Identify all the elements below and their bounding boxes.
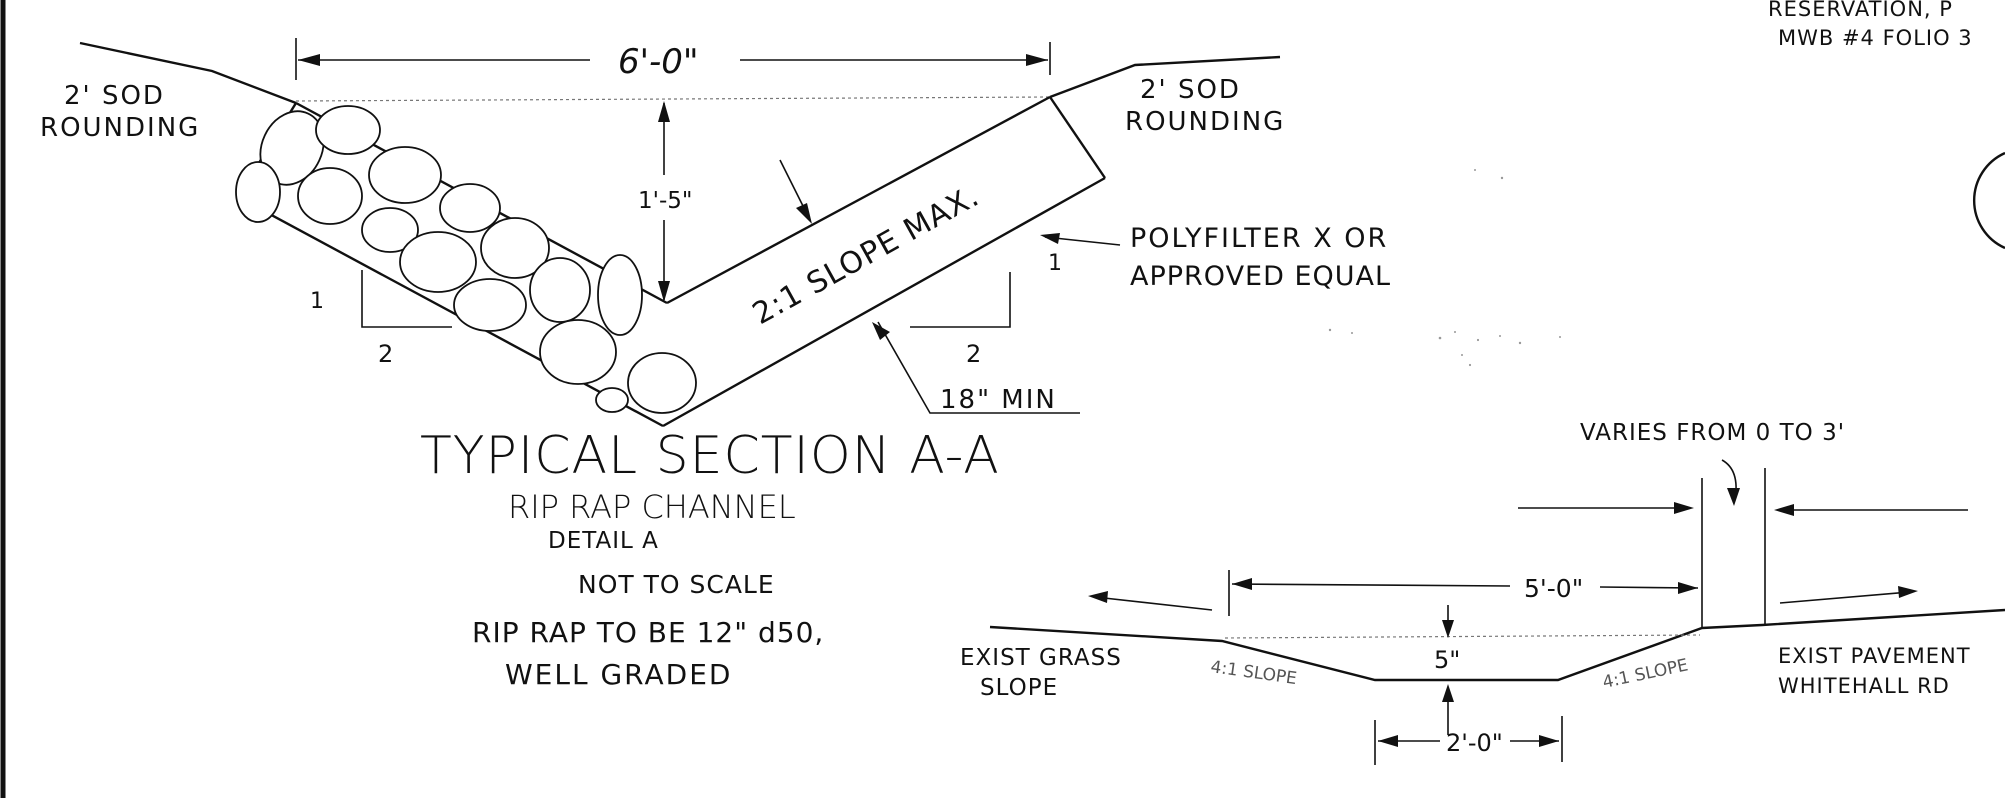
reference-line-1: RESERVATION, P <box>1768 0 1953 21</box>
min-thickness-label: 18" MIN <box>940 385 1057 415</box>
flow-arrowhead-grass <box>1088 591 1108 603</box>
section-a-scale-note: NOT TO SCALE <box>578 570 775 599</box>
flow-arrowhead-pavement <box>1898 586 1918 598</box>
right-ratio-run: 2 <box>966 340 981 368</box>
flow-arrow-grass <box>1094 596 1213 611</box>
dim-depth-label: 5" <box>1434 646 1460 674</box>
section-a-title: TYPICAL SECTION A-A <box>420 426 1000 486</box>
right-sod-line-1: 2' SOD <box>1140 75 1241 105</box>
flow-arrowhead-left-upper <box>1674 502 1694 514</box>
riprap-note-line-2: WELL GRADED <box>505 658 732 691</box>
dim-top-width-arrow-right <box>1026 54 1048 66</box>
section-a-subtitle: RIP RAP CHANNEL <box>508 488 796 526</box>
dim-width-label: 5'-0" <box>1524 574 1583 603</box>
left-sod-line-2: ROUNDING <box>40 113 200 143</box>
slope-leader-arrow <box>796 203 812 224</box>
dim-width-arrow-right <box>1678 582 1698 594</box>
sheet-circle-fragment <box>1972 151 2005 250</box>
section-a-drawing: 6'-0" 1'-5" 2:1 SLOPE MAX. POLYFILTER X … <box>40 38 1391 691</box>
dim-depth-arrow-top <box>658 101 670 122</box>
right-ratio-rise: 1 <box>1048 251 1062 276</box>
channel-inner-right <box>666 95 1051 305</box>
swale-top-line <box>1224 634 1701 639</box>
dim-top-width-label: 6'-0" <box>618 42 699 82</box>
left-ratio-run: 2 <box>378 340 393 368</box>
section-a-detail: DETAIL A <box>548 528 659 554</box>
ground-left <box>79 41 297 105</box>
riprap-note-line-1: RIP RAP TO BE 12" d50, <box>472 616 824 649</box>
swale-profile <box>989 608 2005 682</box>
swale-section-drawing: VARIES FROM 0 TO 3' 5'-0" 5" 2'-0" <box>960 420 2005 765</box>
right-ratio-bracket <box>910 272 1011 328</box>
dim-depth-arrow-bottom <box>658 281 670 302</box>
slope-label: 2:1 SLOPE MAX. <box>747 179 985 332</box>
exist-pavement-line-1: EXIST PAVEMENT <box>1778 644 1971 668</box>
min-thickness-arrow <box>872 322 890 340</box>
top-of-channel-line <box>295 96 1051 102</box>
dim-depth-label: 1'-5" <box>638 188 692 214</box>
dim-bottom-arrow-right <box>1539 735 1559 747</box>
dim-top-width-arrow-left <box>298 54 320 66</box>
flow-arrowhead-right-upper <box>1774 504 1794 516</box>
exist-pavement-line-2: WHITEHALL RD <box>1778 674 1950 698</box>
min-thickness-leader <box>877 321 1080 414</box>
dim-depth-arrow-bottom <box>1442 684 1454 702</box>
dim-width-arrow-left <box>1232 578 1252 590</box>
ground-right <box>1049 55 1281 99</box>
dim-bottom-arrow-left <box>1378 735 1398 747</box>
left-sod-line-1: 2' SOD <box>64 81 165 111</box>
filter-note-line-1: POLYFILTER X OR <box>1130 223 1388 254</box>
exist-grass-line-2: SLOPE <box>980 675 1058 701</box>
filter-note-line-2: APPROVED EQUAL <box>1130 261 1391 292</box>
channel-outer-right <box>662 176 1106 428</box>
exist-grass-line-1: EXIST GRASS <box>960 645 1122 671</box>
left-slope-label: 4:1 SLOPE <box>1209 657 1298 689</box>
varies-note: VARIES FROM 0 TO 3' <box>1580 420 1845 446</box>
left-ratio-bracket <box>361 270 452 328</box>
channel-end-right <box>1049 96 1106 179</box>
left-ratio-rise: 1 <box>310 289 324 314</box>
scan-speckles <box>1328 169 1561 367</box>
channel-outer-left <box>237 195 664 428</box>
flow-arrow-pavement <box>1779 591 1911 604</box>
varies-leader-arrow <box>1727 488 1740 506</box>
riprap-stones <box>235 105 697 414</box>
filter-note-arrow <box>1040 233 1060 244</box>
dim-bottom-label: 2'-0" <box>1446 729 1503 757</box>
reference-line-2: MWB #4 FOLIO 3 <box>1778 26 1973 50</box>
dim-depth-arrow-top <box>1442 620 1454 638</box>
dim-width-line-left <box>1231 583 1511 587</box>
right-sod-line-2: ROUNDING <box>1125 107 1285 137</box>
